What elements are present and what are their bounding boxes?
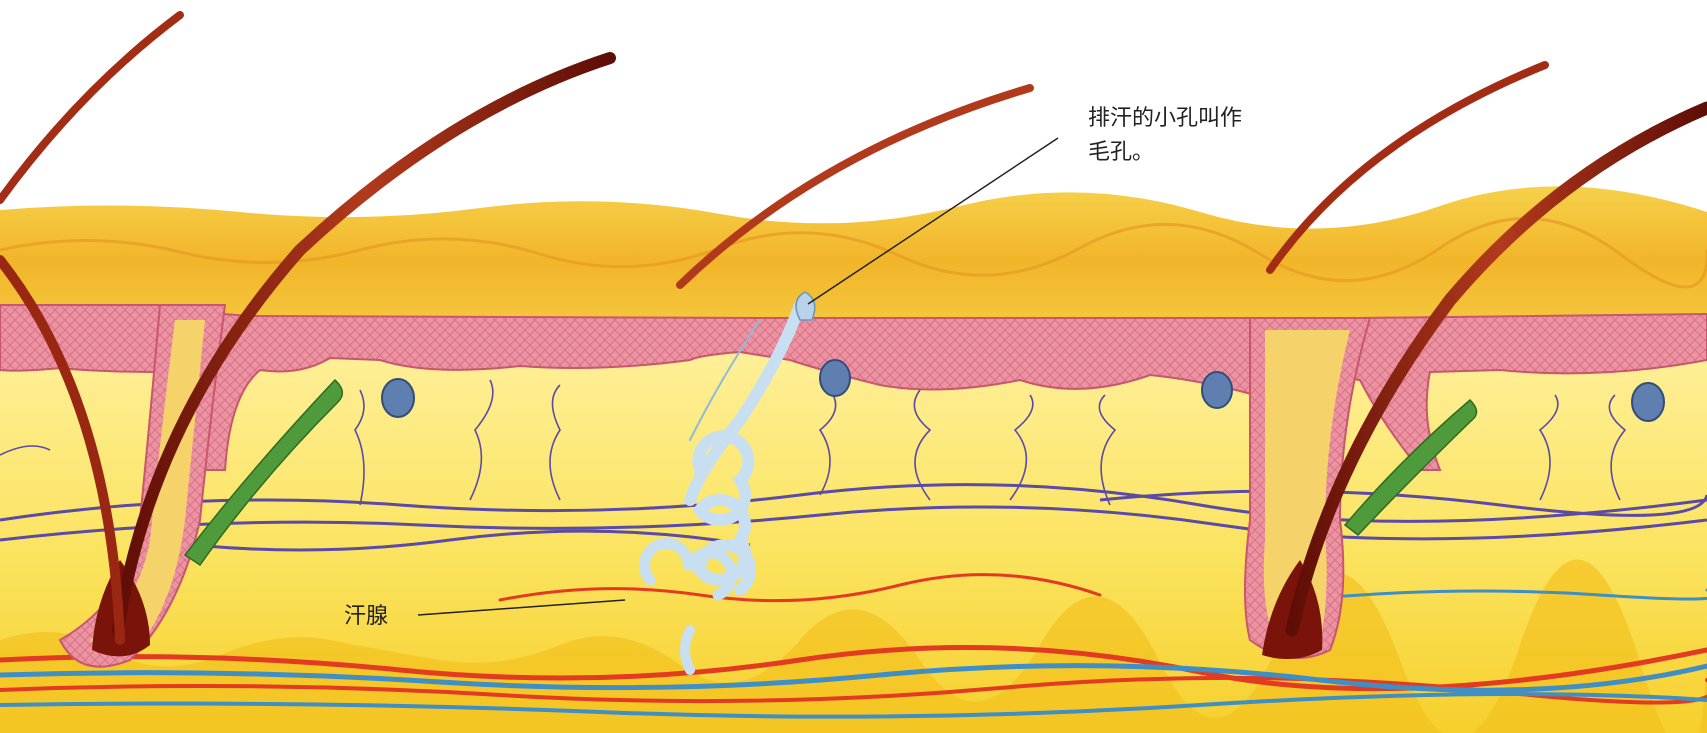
pore-label: 排汗的小孔叫作 毛孔。 <box>1088 102 1298 170</box>
pore-label-line-1: 排汗的小孔叫作 <box>1088 102 1298 136</box>
sweat-gland-label: 汗腺 <box>344 600 388 634</box>
pore-label-line-2: 毛孔。 <box>1088 136 1298 170</box>
